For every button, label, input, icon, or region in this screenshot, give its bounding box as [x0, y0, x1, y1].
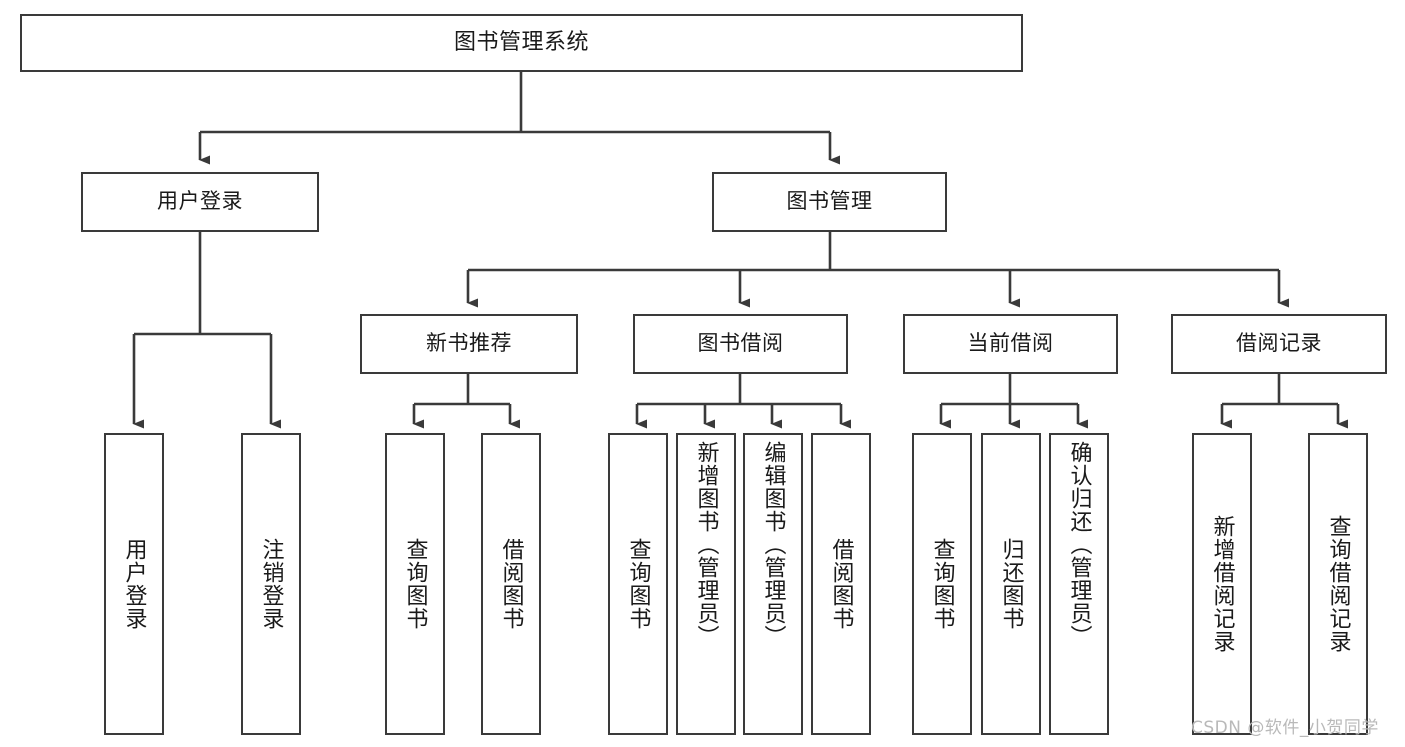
node-label: 查询图书	[625, 538, 651, 630]
node-leaf-add-book-admin[interactable]: 新增图书（管理员）	[676, 433, 736, 735]
node-leaf-return-book[interactable]: 归还图书	[981, 433, 1041, 735]
node-leaf-borrow-book[interactable]: 借阅图书	[811, 433, 871, 735]
node-label: 归还图书	[998, 538, 1024, 630]
node-label: 用户登录	[121, 538, 147, 630]
node-label: 查询借阅记录	[1325, 515, 1351, 653]
node-new-book-recommendation[interactable]: 新书推荐	[360, 314, 578, 374]
node-leaf-user-logout[interactable]: 注销登录	[241, 433, 301, 735]
node-label: 当前借阅	[967, 331, 1054, 356]
node-label: 查询图书	[402, 538, 428, 630]
node-book-management[interactable]: 图书管理	[712, 172, 947, 232]
node-leaf-edit-book-admin[interactable]: 编辑图书（管理员）	[743, 433, 803, 735]
node-leaf-query-borrow-record[interactable]: 查询借阅记录	[1308, 433, 1368, 735]
node-label: 查询图书	[929, 538, 955, 630]
node-label: 新增借阅记录	[1209, 515, 1235, 653]
node-label: 图书借阅	[697, 331, 784, 356]
node-root-book-management-system[interactable]: 图书管理系统	[20, 14, 1023, 72]
node-leaf-user-login[interactable]: 用户登录	[104, 433, 164, 735]
node-leaf-borrow-book-recommend[interactable]: 借阅图书	[481, 433, 541, 735]
node-label: 借阅图书	[498, 538, 524, 630]
node-label: 图书管理系统	[453, 29, 589, 55]
node-book-borrowing[interactable]: 图书借阅	[633, 314, 848, 374]
node-user-login[interactable]: 用户登录	[81, 172, 319, 232]
node-borrowing-record[interactable]: 借阅记录	[1171, 314, 1387, 374]
node-leaf-query-book-current[interactable]: 查询图书	[912, 433, 972, 735]
node-label: 编辑图书（管理员）	[760, 441, 786, 648]
node-label: 借阅图书	[828, 538, 854, 630]
node-leaf-add-borrow-record[interactable]: 新增借阅记录	[1192, 433, 1252, 735]
node-label: 确认归还（管理员）	[1066, 441, 1092, 648]
node-current-borrowing[interactable]: 当前借阅	[903, 314, 1118, 374]
node-label: 新增图书（管理员）	[693, 441, 719, 648]
node-label: 用户登录	[157, 189, 243, 214]
node-leaf-confirm-return-admin[interactable]: 确认归还（管理员）	[1049, 433, 1109, 735]
csdn-watermark: CSDN @软件_小贺同学	[1191, 718, 1379, 738]
node-leaf-query-book-recommend[interactable]: 查询图书	[385, 433, 445, 735]
node-label: 图书管理	[786, 189, 873, 214]
node-leaf-query-book-borrow[interactable]: 查询图书	[608, 433, 668, 735]
node-label: 借阅记录	[1236, 331, 1322, 356]
node-label: 新书推荐	[426, 331, 512, 356]
node-label: 注销登录	[258, 538, 284, 630]
